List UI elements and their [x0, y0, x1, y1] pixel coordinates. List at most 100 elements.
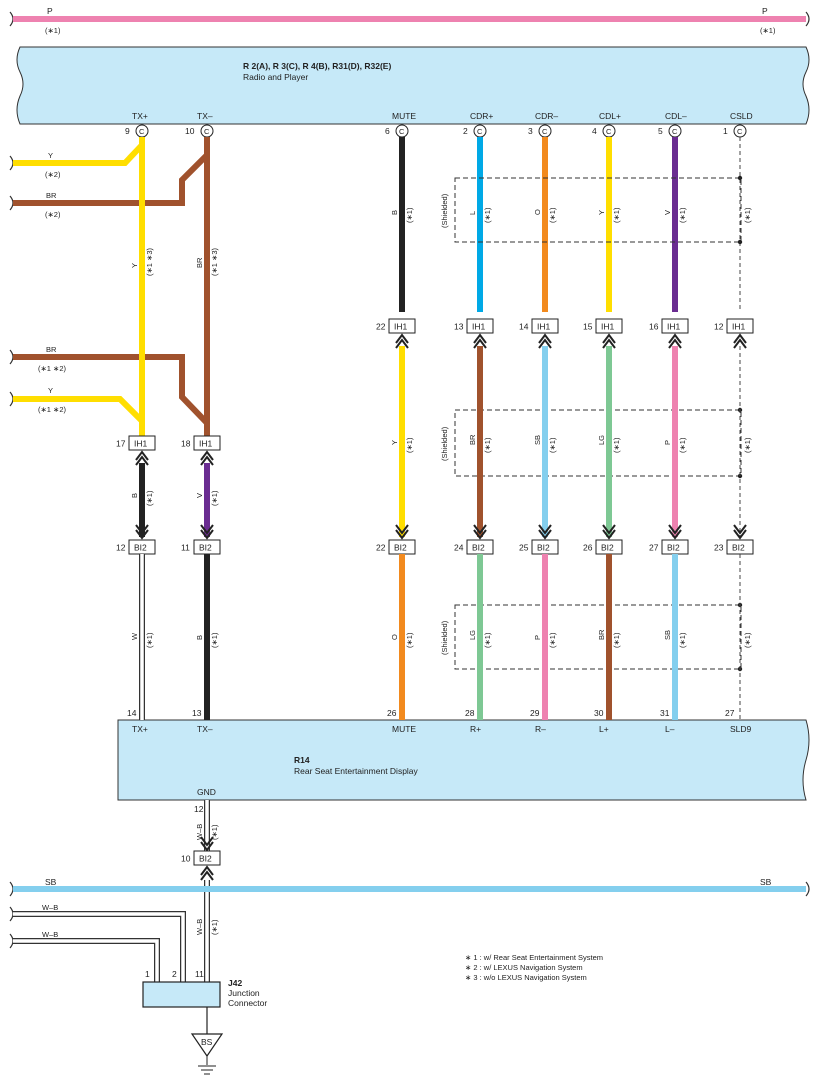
gnd-bi2-chevron — [200, 841, 214, 852]
seg3-color-6: SB — [663, 630, 672, 640]
gnd-bi2-chevron-up — [200, 865, 214, 876]
gnd-bi2-chevron-up-2 — [200, 870, 214, 881]
radio-pin-conn-label-3: C — [477, 127, 483, 136]
ih1-row1-chevron-5-2 — [733, 338, 747, 349]
wb-wire-1-label: W–B — [42, 930, 58, 939]
ih1-row2-0 — [128, 435, 156, 451]
j42-pin-1: 1 — [145, 969, 150, 979]
seg2-color-2: Y — [390, 440, 399, 445]
ih1-row2-0-label: IH1 — [134, 439, 148, 449]
ih1-row1-chevron-0 — [395, 333, 409, 344]
radio-pin-conn-label-2: C — [399, 127, 405, 136]
j42-name1: Junction — [228, 988, 260, 998]
radio-pin-conn-label-7: C — [737, 127, 743, 136]
bus-p-left-label: P — [47, 6, 53, 16]
ih1-row1-chevron-4 — [668, 333, 682, 344]
left-wire-3-note: (∗1 ∗2) — [38, 405, 66, 414]
radio-pin-num-0: 9 — [125, 126, 130, 136]
gnd-bi2 — [193, 850, 221, 866]
radio-pin-num-6: 5 — [658, 126, 663, 136]
bus-p-right-label: P — [762, 6, 768, 16]
left-wire-1 — [13, 152, 210, 206]
seg3-color-1: B — [195, 635, 204, 640]
left-wire-2-break — [9, 349, 14, 365]
ih1-row1-2 — [531, 318, 559, 334]
left-wire-0-color: Y — [48, 151, 53, 160]
legend-3: ∗ 3 : w/o LEXUS Navigation System — [465, 973, 587, 982]
seg1-color-0: Y — [130, 263, 139, 268]
seg2-note-4: (∗1) — [548, 437, 557, 453]
bi2-7-label: BI2 — [732, 543, 745, 553]
wb-wire-1 — [13, 938, 160, 982]
gnd-wire-1-note: (∗1) — [210, 824, 219, 840]
seg2-color-0: B — [130, 493, 139, 498]
bi2-chevron-6 — [668, 529, 682, 540]
display-pin-name-3: R+ — [470, 724, 481, 734]
display-pin-name-4: R– — [535, 724, 546, 734]
seg3-note-4: (∗1) — [548, 632, 557, 648]
bi2-6-label: BI2 — [667, 543, 680, 553]
radio-pin-name-2: MUTE — [392, 111, 416, 121]
bus-p-left-note: (∗1) — [45, 26, 61, 35]
ih1-row1-4-label: IH1 — [667, 322, 681, 332]
wb-wire-1-core — [13, 939, 159, 982]
radio-pin-name-5: CDL+ — [599, 111, 621, 121]
radio-pin-name-0: TX+ — [132, 111, 148, 121]
seg2-color-3: BR — [468, 434, 477, 445]
wb-wire-1-break — [9, 933, 14, 949]
radio-pin-conn-label-0: C — [139, 127, 145, 136]
ih1-row1-2-label: IH1 — [537, 322, 551, 332]
seg1-color-5: Y — [597, 210, 606, 215]
bus-p-right-note: (∗1) — [760, 26, 776, 35]
radio-id: R 2(A), R 3(C), R 4(B), R31(D), R32(E) — [243, 61, 391, 71]
radio-pin-num-2: 6 — [385, 126, 390, 136]
seg1-color-1: BR — [195, 257, 204, 268]
j42-pin-2: 2 — [172, 969, 177, 979]
ih1-row1-chevron-1-2 — [473, 338, 487, 349]
ih1-row2-chevron-0 — [135, 450, 149, 461]
ih1-row1-4-pin: 16 — [649, 322, 659, 332]
ih1-row2-0-pin: 17 — [116, 439, 126, 449]
ih1-row1-chevron-2-2 — [538, 338, 552, 349]
display-pin-name-1: TX– — [197, 724, 213, 734]
display-pin-name-5: L+ — [599, 724, 609, 734]
display-gnd-label: GND — [197, 787, 216, 797]
display-gnd-pin: 12 — [194, 804, 204, 814]
display-pin-num-3: 28 — [465, 708, 475, 718]
bi2-chevron-4 — [538, 529, 552, 540]
seg2-note-5: (∗1) — [612, 437, 621, 453]
ih1-row1-3-label: IH1 — [601, 322, 615, 332]
left-wire-0-break — [9, 155, 14, 171]
left-wire-1-note: (∗2) — [45, 210, 61, 219]
ih1-row1-0-label: IH1 — [394, 322, 408, 332]
seg1-note-7: (∗1) — [743, 207, 752, 223]
bi2-1-label: BI2 — [199, 543, 212, 553]
display-pin-num-0: 14 — [127, 708, 137, 718]
legend-2: ∗ 2 : w/ LEXUS Navigation System — [465, 963, 583, 972]
bi2-2-label: BI2 — [394, 543, 407, 553]
radio-pin-conn-label-1: C — [204, 127, 210, 136]
ground-triangle — [190, 1033, 224, 1058]
seg1-color-4: O — [533, 209, 542, 215]
display-id: R14 — [294, 755, 310, 765]
ih1-row1-chevron-3-2 — [602, 338, 616, 349]
ih1-row1-4 — [661, 318, 689, 334]
bi2-3-pin: 24 — [454, 543, 464, 553]
radio-pin-num-4: 3 — [528, 126, 533, 136]
wires — [9, 124, 754, 998]
seg3-color-4: P — [533, 635, 542, 640]
j42-id: J42 — [228, 978, 242, 988]
ih1-row1-0 — [388, 318, 416, 334]
bi2-chevron-5 — [602, 529, 616, 540]
shield-dot-top-0 — [737, 175, 743, 181]
radio-pin-conn-label-4: C — [542, 127, 548, 136]
wb-wire-0-core — [13, 912, 185, 982]
seg3-note-0: (∗1) — [145, 632, 154, 648]
bus-sb: SB SB — [9, 877, 810, 897]
bi2-3-label: BI2 — [472, 543, 485, 553]
left-wire-0 — [13, 142, 145, 166]
ground-bs: BS — [190, 1007, 224, 1075]
gnd-wire-1-color: W–B — [195, 824, 204, 840]
radio-pin-conn-label-5: C — [606, 127, 612, 136]
